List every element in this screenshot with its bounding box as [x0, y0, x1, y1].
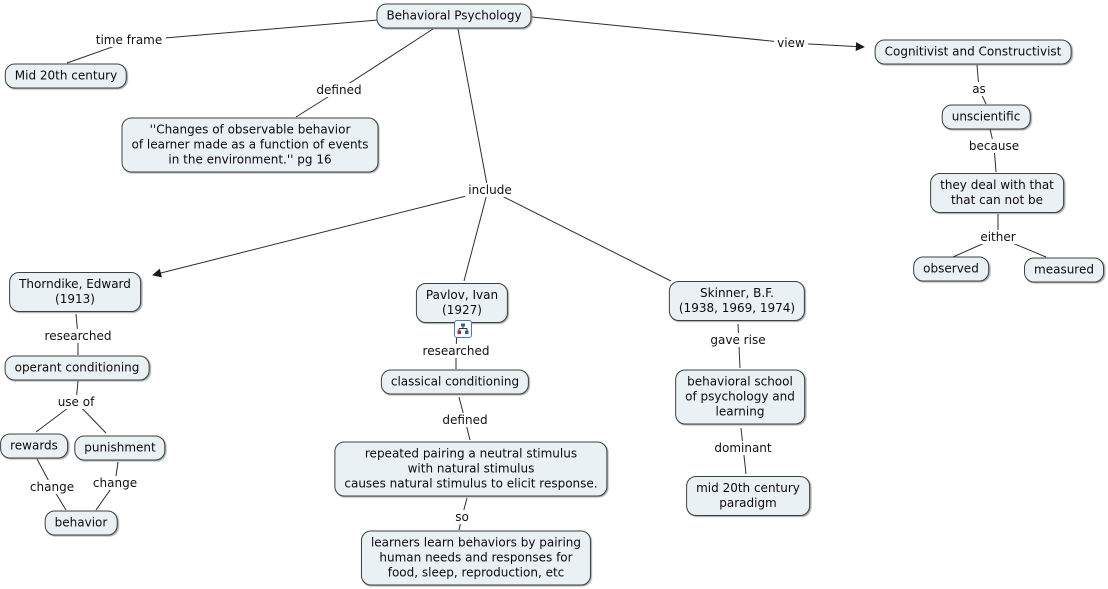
link-label-change-left[interactable]: change: [26, 480, 78, 494]
node-behavioral-school[interactable]: behavioral school of psychology and lear…: [675, 369, 805, 425]
node-pavlov[interactable]: Pavlov, Ivan (1927): [415, 283, 509, 323]
node-definition-quote[interactable]: ''Changes of observable behavior of lear…: [121, 117, 379, 173]
linked-cmap-icon[interactable]: [454, 320, 472, 338]
node-mid-20th-century[interactable]: Mid 20th century: [4, 63, 128, 89]
link-label-time-frame[interactable]: time frame: [92, 33, 166, 47]
node-unscientific[interactable]: unscientific: [941, 104, 1031, 130]
node-observed[interactable]: observed: [913, 256, 989, 282]
node-they-deal-with-that[interactable]: they deal with that that can not be: [930, 173, 1064, 213]
edge-defined-top: [295, 28, 434, 118]
link-label-because[interactable]: because: [965, 139, 1023, 153]
node-learners-learn[interactable]: learners learn behaviors by pairing huma…: [360, 530, 592, 586]
link-label-gave-rise[interactable]: gave rise: [707, 333, 769, 347]
link-label-change-right[interactable]: change: [89, 476, 141, 490]
edge-view: [531, 16, 865, 52]
link-label-researched-left[interactable]: researched: [41, 329, 115, 343]
link-label-as[interactable]: as: [969, 82, 989, 96]
link-label-either[interactable]: either: [977, 230, 1019, 244]
node-punishment[interactable]: punishment: [74, 435, 166, 461]
node-operant-conditioning[interactable]: operant conditioning: [4, 355, 150, 381]
link-label-defined-mid[interactable]: defined: [439, 413, 491, 427]
node-behavior[interactable]: behavior: [44, 510, 118, 536]
link-label-include[interactable]: include: [465, 183, 515, 197]
link-label-dominant[interactable]: dominant: [711, 441, 775, 455]
link-label-researched-mid[interactable]: researched: [419, 344, 493, 358]
link-label-view[interactable]: view: [774, 36, 808, 50]
node-skinner[interactable]: Skinner, B.F. (1938, 1969, 1974): [668, 281, 806, 321]
node-measured[interactable]: measured: [1024, 257, 1104, 283]
link-label-use-of[interactable]: use of: [54, 395, 98, 409]
node-classical-conditioning[interactable]: classical conditioning: [380, 369, 530, 395]
edge-include-pavlov: [457, 28, 489, 282]
link-label-so[interactable]: so: [452, 510, 472, 524]
edge-include-thorndike: [152, 189, 491, 278]
node-mid-20th-paradigm[interactable]: mid 20th century paradigm: [686, 476, 810, 516]
org-chart-glyph: [457, 323, 469, 334]
node-thorndike[interactable]: Thorndike, Edward (1913): [9, 272, 141, 312]
link-label-defined-top[interactable]: defined: [313, 83, 365, 97]
node-cognitivist-constructivist[interactable]: Cognitivist and Constructivist: [874, 39, 1072, 65]
node-repeated-pairing[interactable]: repeated pairing a neutral stimulus with…: [334, 441, 608, 497]
node-behavioral-psychology[interactable]: Behavioral Psychology: [376, 3, 532, 29]
edge-include-skinner: [489, 189, 672, 282]
node-rewards[interactable]: rewards: [0, 433, 68, 459]
